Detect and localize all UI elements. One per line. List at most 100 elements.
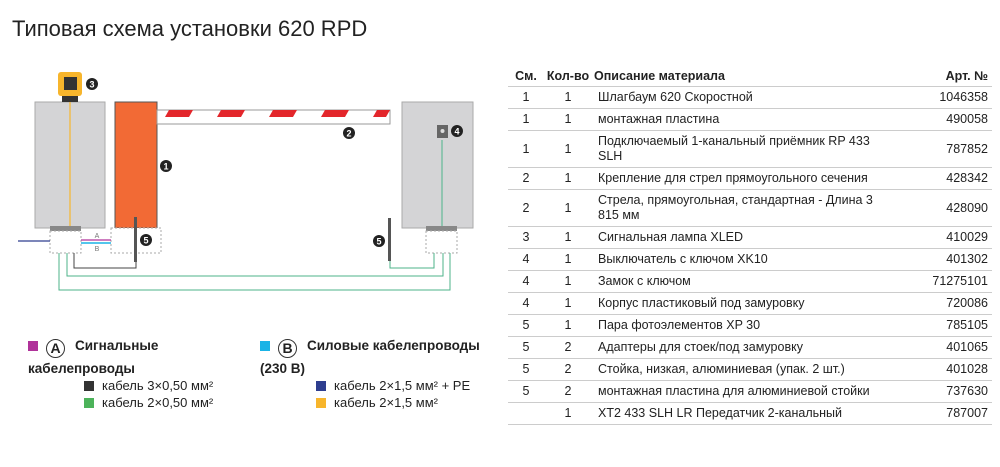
qty-cell: 1 [544,402,592,425]
qty-cell: 2 [544,380,592,403]
callout-marker [373,235,385,247]
description-cell: Крепление для стрел прямоугольного сечен… [592,167,896,190]
swatch-yellow [316,398,326,408]
table-header: См. Кол-во Описание материала Арт. № [508,66,992,87]
qty-cell: 1 [544,189,592,227]
boom-stripe [165,110,193,117]
legend-heading: A Сигнальные [28,338,213,358]
wire-label-b: B [95,246,100,253]
callout-5: 5 [143,236,148,246]
description-cell: Корпус пластиковый под замуровку [592,292,896,315]
boom-stripe [217,110,245,117]
callout-marker [140,234,152,246]
description-cell: Стойка, низкая, алюминиевая (упак. 2 шт.… [592,358,896,381]
qty-cell: 1 [544,108,592,131]
ref-cell: 3 [508,226,544,249]
barrier-cabinet [114,101,158,229]
outer-signal-cable [58,253,451,291]
ref-cell: 5 [508,380,544,403]
badge-b: B [278,339,297,358]
description-cell: Подключаемый 1-канальный приёмник RP 433… [592,130,896,168]
article-cell: 787007 [896,402,992,425]
article-cell: 401065 [896,336,992,359]
description-cell: Пара фотоэлементов XP 30 [592,314,896,337]
article-cell: 785105 [896,314,992,337]
callout-marker [86,78,98,90]
description-cell: Шлагбаум 620 Скоростной [592,86,896,109]
ref-cell: 5 [508,358,544,381]
boom-arm [156,109,391,125]
qty-cell: 2 [544,336,592,359]
right-post [401,101,474,229]
qty-cell: 1 [544,248,592,271]
ref-cell: 4 [508,248,544,271]
ref-cell: 1 [508,86,544,109]
legend-color-swatch [260,341,270,351]
ref-cell: 5 [508,314,544,337]
legend-item: кабель 2×1,5 мм² [334,395,438,410]
legend-entry: кабель 2×0,50 мм² [84,395,213,410]
legend-item: кабель 2×0,50 мм² [102,395,214,410]
description-cell: Сигнальная лампа XLED [592,226,896,249]
qty-cell: 2 [544,358,592,381]
description-cell: Стрела, прямоугольная, стандартная - Дли… [592,189,896,227]
callout-4: 4 [454,127,459,137]
badge-a: A [46,339,65,358]
qty-cell: 1 [544,130,592,168]
description-cell: монтажная пластина для алюминиевой стойк… [592,380,896,403]
callout-marker [451,125,463,137]
description-cell: Замок с ключом [592,270,896,293]
right-junction-box [425,230,458,254]
legend-entry: кабель 2×1,5 мм² [316,395,480,410]
callout-2: 2 [346,129,351,139]
col-header: См. [515,69,537,83]
ref-cell: 2 [508,189,544,227]
swatch-green [84,398,94,408]
legend-item: кабель 3×0,50 мм² [102,378,214,393]
legend-signal: A Сигнальные кабелепроводы кабель 3×0,50 … [28,338,213,410]
photocell-left [134,217,137,262]
article-cell: 737630 [896,380,992,403]
page-title: Типовая схема установки 620 RPD [12,16,368,41]
callout-5: 5 [376,237,381,247]
header-row: См. Кол-во Описание материала Арт. № [508,66,992,87]
description-cell: XT2 433 SLH LR Передатчик 2-канальный [592,402,896,425]
installation-diagram: A B 1 2 3 4 5 5 [18,72,474,291]
ref-cell: 4 [508,270,544,293]
col-header: Описание материала [594,69,725,83]
swatch-blue [316,381,326,391]
boom-stripe [373,110,390,117]
photocell-right-cable [389,253,435,269]
left-junction-box [49,230,82,254]
qty-cell: 1 [544,86,592,109]
article-cell: 428090 [896,189,992,227]
article-cell: 787852 [896,130,992,168]
callout-marker [343,127,355,139]
signal-lamp-lens [64,77,77,90]
qty-cell: 1 [544,226,592,249]
legend-item: кабель 2×1,5 мм² + PE [334,378,471,393]
ref-cell: 1 [508,130,544,168]
ref-cell: 1 [508,108,544,131]
boom-stripe [321,110,349,117]
legend-title: Сигнальные [75,338,159,353]
legend-title-cont: кабелепроводы [28,361,135,376]
col-header: Арт. № [945,69,988,83]
article-cell: 428342 [896,167,992,190]
article-cell: 401302 [896,248,992,271]
ref-cell: 4 [508,292,544,315]
legend-entry: кабель 3×0,50 мм² [84,378,213,393]
article-cell: 71275101 [896,270,992,293]
